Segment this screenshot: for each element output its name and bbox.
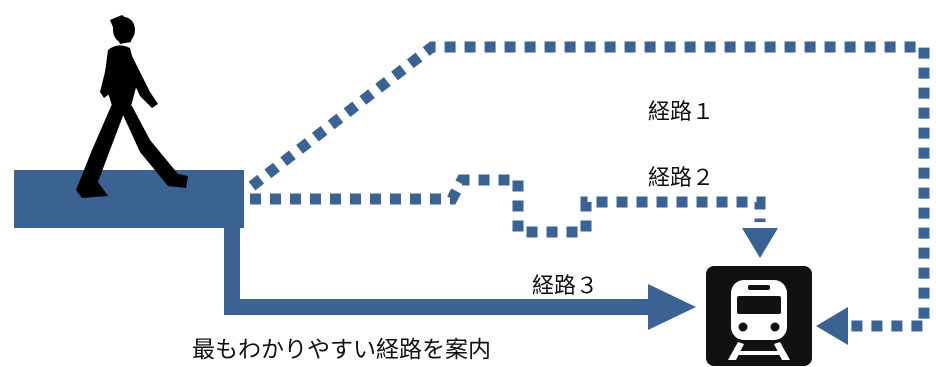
train-station-icon [706,266,812,366]
route-3-arrowhead [648,284,696,330]
route-3-path [224,226,650,315]
route-1-arrowhead [816,307,848,345]
route-3-label: 経路３ [532,274,599,299]
route-1-label: 経路１ [648,100,715,125]
route-1-path [248,41,930,332]
route-2-path [250,174,766,238]
diagram-caption: 最もわかりやすい経路を案内 [192,337,491,363]
start-platform [14,170,244,228]
walking-person-icon [76,15,188,198]
route-2-arrowhead [742,228,778,258]
route-2-label: 経路２ [648,166,715,191]
